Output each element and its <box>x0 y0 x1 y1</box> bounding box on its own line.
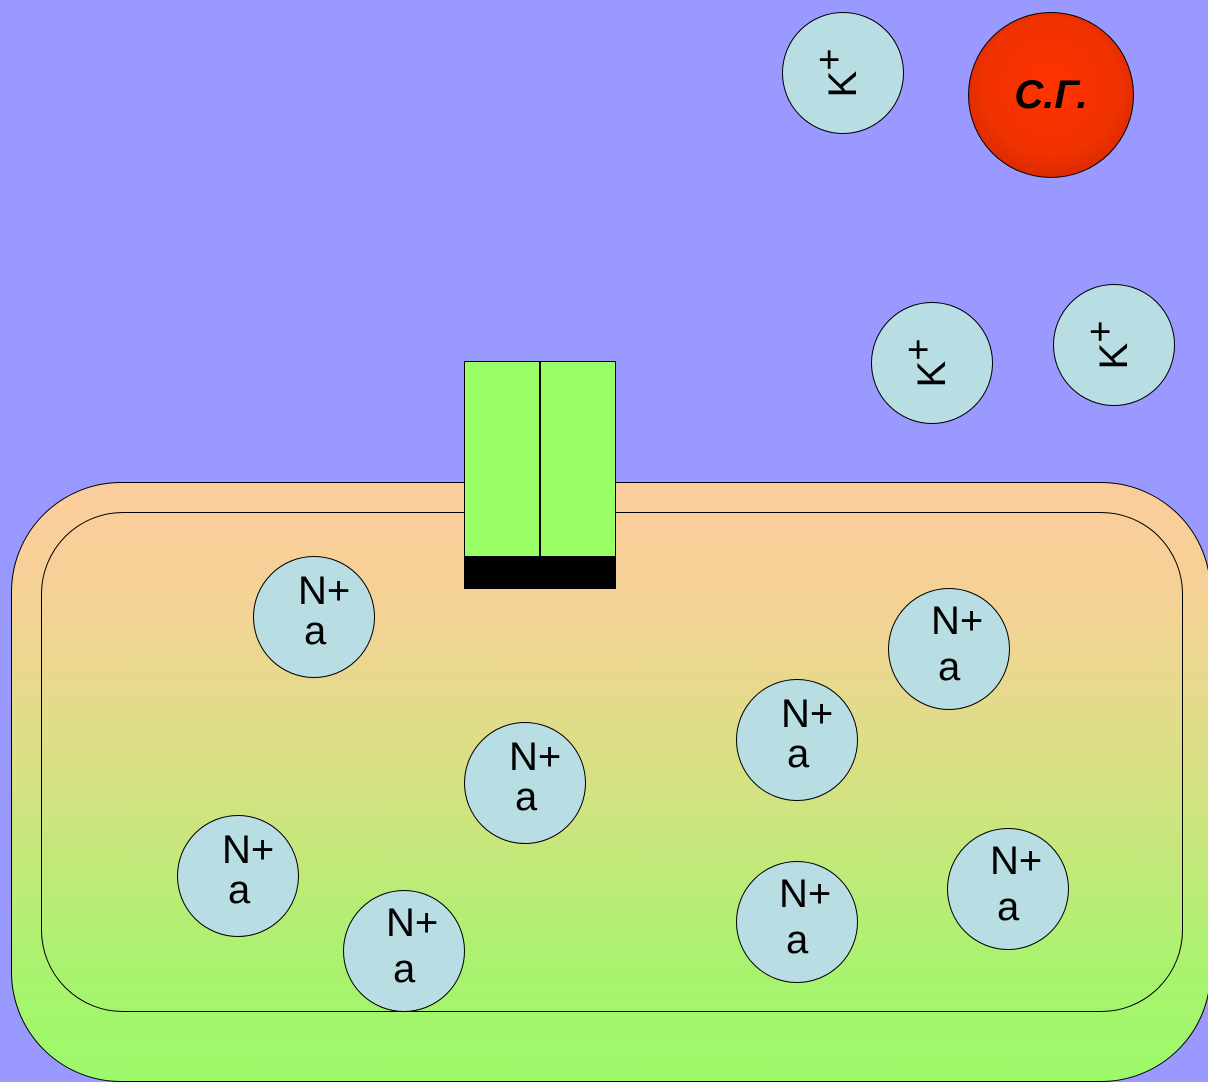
k-ion: K+ <box>782 12 904 134</box>
k-ion-charge: + <box>1080 320 1122 343</box>
k-ion: K+ <box>871 302 993 424</box>
k-ion: K+ <box>1053 284 1175 406</box>
na-ion: N+ a <box>947 828 1069 950</box>
channel-gate <box>464 557 616 589</box>
na-ion: N+ a <box>177 815 299 937</box>
ion-channel <box>464 361 616 589</box>
na-ion-label-line1: N+ <box>779 872 832 916</box>
na-ion-label-line1: N+ <box>222 828 275 872</box>
na-ion-label-line2: a <box>304 609 327 653</box>
sg-molecule: С.Г. <box>968 12 1134 178</box>
na-ion-label-line2: a <box>787 732 810 776</box>
na-ion: N+ a <box>343 890 465 1012</box>
channel-subunit-left <box>464 361 540 557</box>
na-ion-label-line1: N+ <box>509 735 562 779</box>
k-ion-charge: + <box>898 338 940 361</box>
na-ion-label-line1: N+ <box>931 599 984 643</box>
na-ion-label-line2: a <box>393 947 416 991</box>
na-ion-label-line1: N+ <box>386 901 439 945</box>
na-ion-label-line2: a <box>938 645 961 689</box>
na-ion: N+ a <box>888 588 1010 710</box>
k-ion-label: K+ <box>1080 321 1136 370</box>
na-ion: N+ a <box>736 679 858 801</box>
k-ion-label: K+ <box>809 49 865 98</box>
k-ion-letter: K <box>910 360 954 388</box>
k-ion-label: K+ <box>898 339 954 388</box>
na-ion: N+ a <box>253 556 375 678</box>
na-ion: N+ a <box>736 861 858 983</box>
k-ion-letter: K <box>1092 342 1136 370</box>
na-ion-label-line1: N+ <box>990 839 1043 883</box>
k-ion-letter: K <box>821 70 865 98</box>
channel-subunit-right <box>540 361 616 557</box>
na-ion-label-line2: a <box>997 885 1020 929</box>
na-ion-label-line1: N+ <box>781 692 834 736</box>
k-ion-charge: + <box>809 48 851 71</box>
na-ion-label-line1: N+ <box>298 569 351 613</box>
na-ion-label-line2: a <box>515 775 538 819</box>
na-ion-label-line2: a <box>786 918 809 962</box>
na-ion-label-line2: a <box>228 868 251 912</box>
na-ion: N+ a <box>464 722 586 844</box>
sg-label: С.Г. <box>1014 73 1088 117</box>
